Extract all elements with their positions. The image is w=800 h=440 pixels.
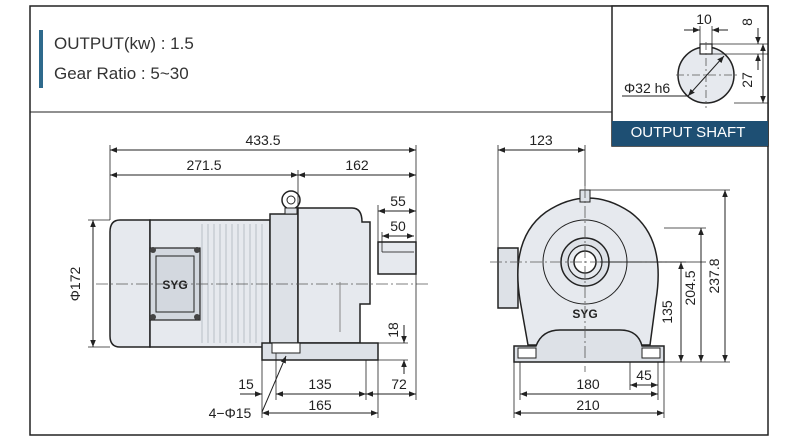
front-side-boss	[497, 247, 519, 309]
dim-foot-length: 165	[308, 397, 332, 413]
dim-total-height: 237.8	[706, 258, 722, 293]
dim-foot-thickness: 18	[385, 322, 401, 338]
dim-key-length: 50	[390, 218, 406, 234]
spec-gear-ratio: Gear Ratio : 5~30	[54, 64, 189, 83]
dim-base-width: 180	[576, 376, 600, 392]
dim-foot-offset: 15	[238, 376, 254, 392]
side-output-shaft	[377, 241, 417, 275]
dim-shaft-offset: 72	[391, 376, 407, 392]
dim-front-offset: 123	[529, 132, 553, 148]
side-brand: SYG	[162, 278, 187, 292]
dim-shaft-diameter: Φ32 h6	[624, 80, 670, 96]
spec-output-power: OUTPUT(kw) : 1.5	[54, 34, 194, 53]
output-shaft-title: OUTPUT SHAFT	[630, 124, 746, 141]
output-shaft-section	[622, 26, 768, 108]
eyebolt	[281, 190, 301, 215]
dim-shaft-height-front: 135	[659, 300, 675, 324]
motor-end-cap	[109, 219, 151, 348]
side-view: SYG	[88, 145, 428, 418]
dim-gear-length: 162	[345, 157, 369, 173]
dim-shaft-height: 27	[739, 72, 755, 88]
drawing-border	[29, 5, 769, 436]
spec-accent-bar	[39, 30, 43, 88]
motor-flange	[269, 213, 299, 354]
dim-shaft-length: 55	[390, 193, 406, 209]
dim-shaft-width: 10	[696, 11, 712, 27]
front-view: SYG	[490, 145, 730, 418]
dim-center-height: 204.5	[682, 270, 698, 305]
dim-total-width: 210	[576, 397, 600, 413]
dim-foot-width: 45	[636, 367, 652, 383]
dim-foot-span: 135	[308, 376, 332, 392]
dim-motor-diameter: Φ172	[67, 267, 83, 302]
dim-motor-length: 271.5	[186, 157, 221, 173]
dim-shaft-depth: 8	[739, 18, 755, 26]
output-shaft-label-bg	[612, 121, 768, 146]
dim-total-length: 433.5	[245, 132, 280, 148]
front-base	[513, 329, 665, 363]
gear-housing	[297, 207, 371, 344]
dim-bolt-holes: 4−Φ15	[209, 405, 252, 421]
